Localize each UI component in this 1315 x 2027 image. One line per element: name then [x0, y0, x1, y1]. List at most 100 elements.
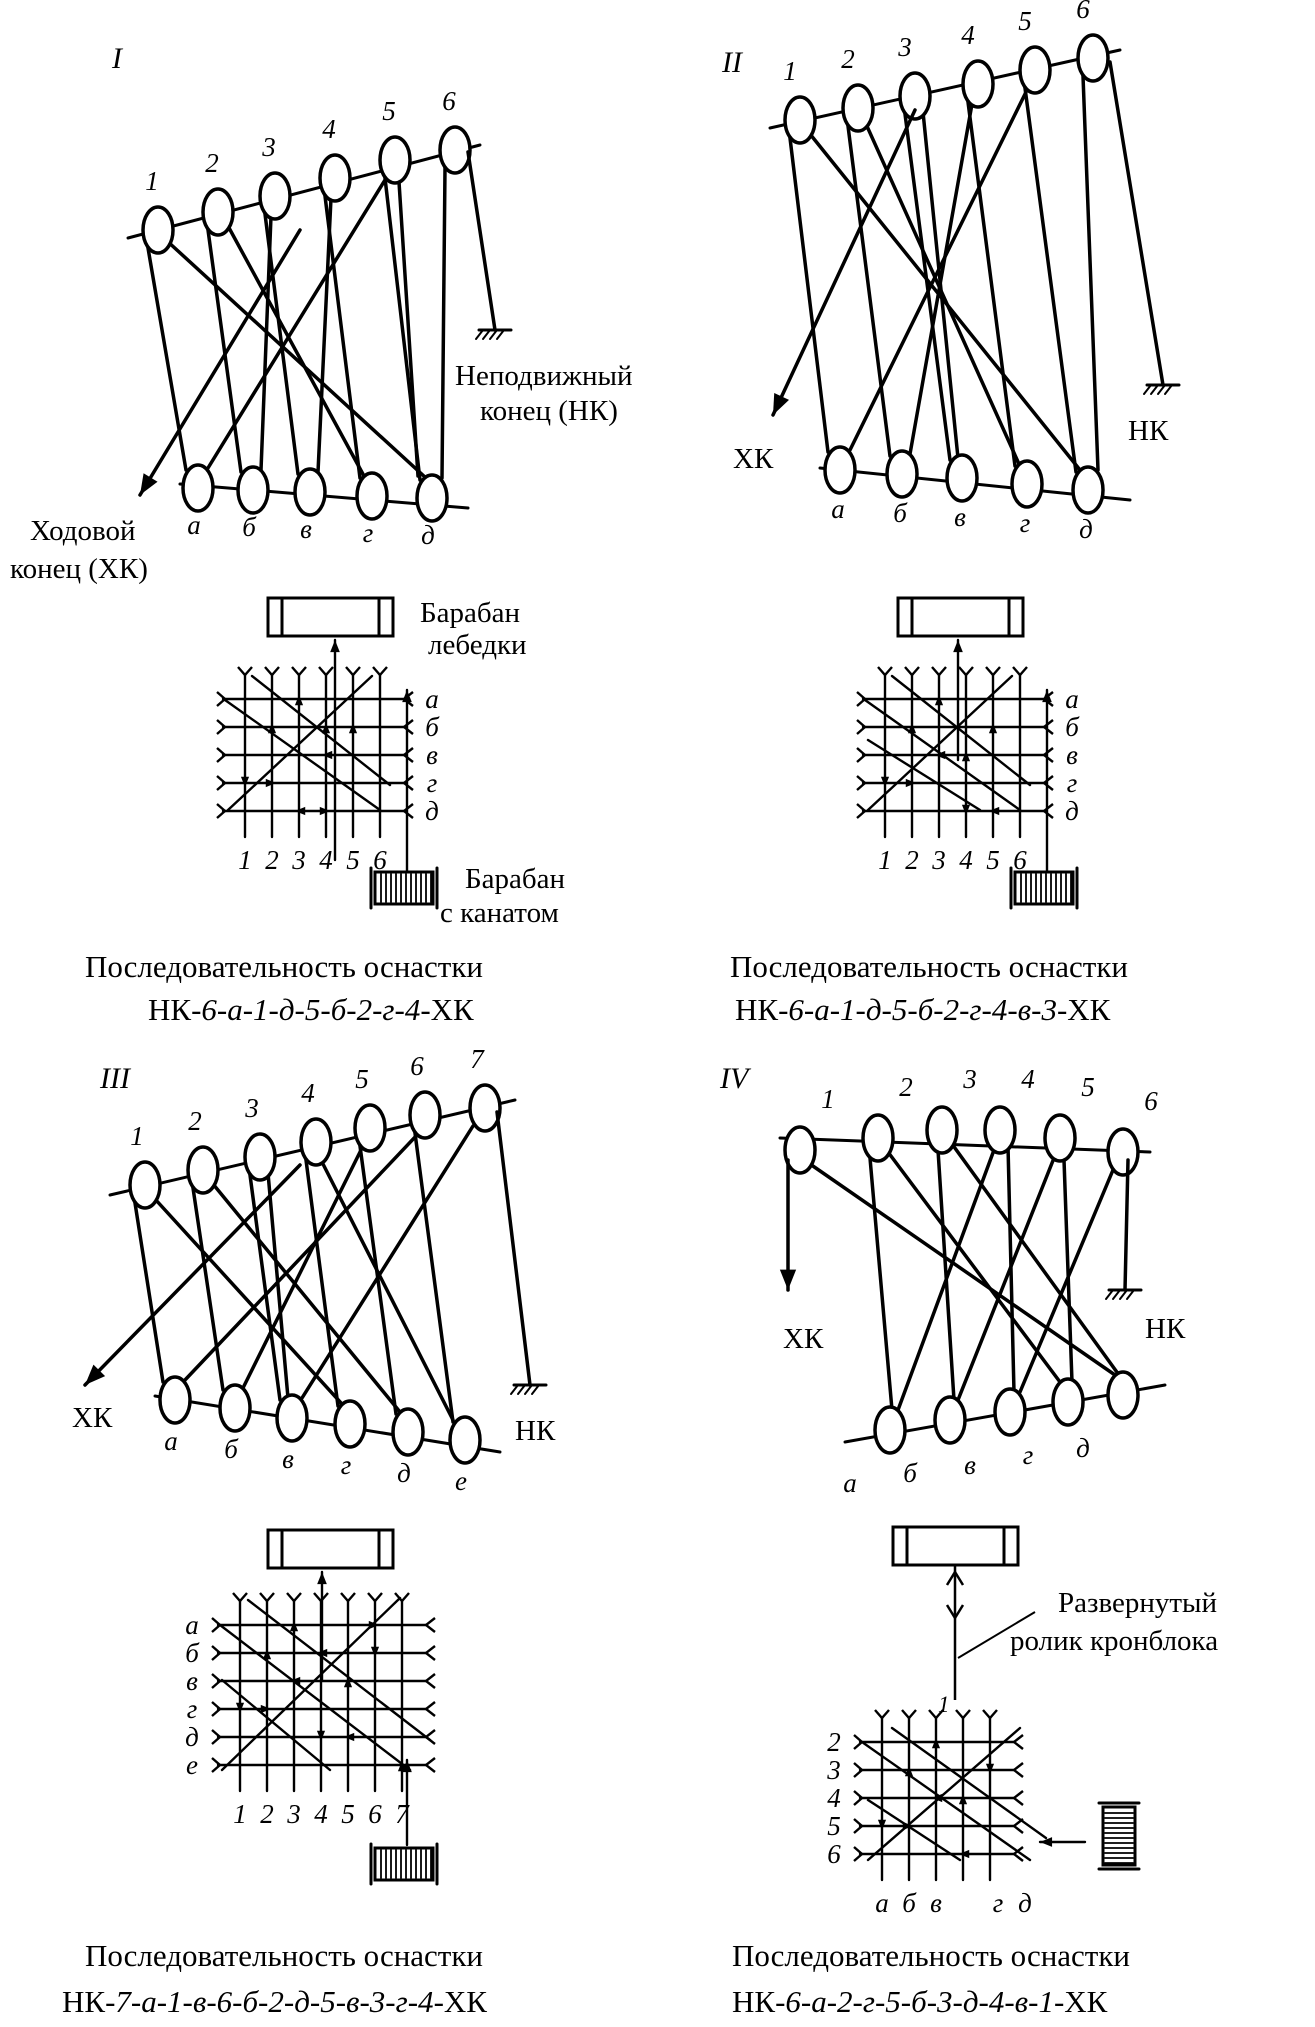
travelling-sheave — [448, 1415, 482, 1465]
grid-arrow-left — [322, 750, 333, 760]
grid-arrow-down — [877, 1819, 887, 1830]
crown-sheave-label: 5 — [382, 96, 396, 126]
grid-arrow-up — [321, 723, 331, 734]
grid-horizontal-sheave-mark — [1042, 747, 1054, 763]
rope-line — [206, 228, 243, 474]
grid-arrow-right — [265, 778, 276, 788]
rope-line — [133, 1201, 165, 1384]
grid-vertical-sheave-mark — [264, 666, 280, 677]
crown-sheave — [468, 1083, 502, 1133]
grid-vertical-sheave-mark — [367, 1592, 383, 1603]
grid-arrow-up — [907, 723, 917, 734]
fixed-end-rope — [1123, 1158, 1130, 1292]
grid-row-label: в — [186, 1666, 198, 1696]
rope-line — [146, 246, 188, 472]
grid-horizontal-sheave-mark — [856, 719, 867, 735]
panel-ii-sequence-title: Последовательность оснастки — [730, 949, 1128, 984]
grid-column-label: 3 — [286, 1799, 301, 1829]
travelling-sheave-label: в — [964, 1450, 976, 1480]
grid-arrow-up — [988, 723, 998, 734]
travelling-sheave-label: б — [224, 1434, 239, 1464]
grid-diagonal-line — [866, 738, 982, 812]
grid-supply-arrow — [1040, 1837, 1053, 1847]
grid-column-label: 6 — [1013, 845, 1027, 875]
grid-diagonal-line — [866, 1726, 1022, 1862]
panel-i-fixed-end-label-2: конец (НК) — [480, 395, 618, 427]
travelling-sheave-label: а — [187, 510, 201, 540]
travelling-sheave-label: а — [164, 1426, 178, 1456]
grid-diagonal-line — [866, 1798, 962, 1862]
grid-column-label: 1 — [238, 845, 252, 875]
travelling-sheave-label: б — [903, 1458, 918, 1488]
grid-arrow-down — [240, 776, 250, 787]
grid-vertical-sheave-mark — [372, 666, 388, 677]
panel-i-sequence-title: Последовательность оснастки — [85, 949, 483, 984]
travelling-sheave-label: а — [843, 1468, 857, 1498]
running-end-arrow — [779, 1269, 797, 1290]
crown-sheave-label: 1 — [783, 56, 797, 86]
crown-sheave-label: 4 — [301, 1078, 315, 1108]
crown-block-axis — [126, 143, 482, 240]
rope-drum-body — [373, 870, 435, 906]
grid-diagonal-line — [220, 1678, 332, 1772]
grid-column-label: 3 — [291, 845, 306, 875]
rope-line — [153, 1197, 344, 1406]
grid-arrow-left — [344, 1732, 355, 1742]
grid-vertical-sheave-mark — [904, 666, 920, 677]
travelling-sheave-label: г — [1020, 508, 1031, 538]
travelling-sheave — [945, 453, 979, 503]
grid-horizontal-sheave-mark — [211, 1701, 222, 1717]
grid-row-label: г — [187, 1694, 198, 1724]
grid-horizontal-sheave-mark — [1012, 1734, 1024, 1750]
travelling-sheave — [355, 471, 389, 521]
crown-sheave — [258, 171, 292, 221]
travelling-sheave — [275, 1393, 309, 1443]
grid-column-label: 2 — [265, 845, 279, 875]
grid-horizontal-sheave-mark — [216, 719, 227, 735]
grid-row-label: а — [1065, 684, 1079, 714]
crown-sheave — [861, 1113, 895, 1163]
grid-vertical-sheave-mark — [955, 1709, 971, 1720]
panel-iv-sequence: НК-6-а-2-г-5-б-3-д-4-в-1-ХК — [732, 1984, 1108, 2019]
grid-horizontal-sheave-mark — [402, 803, 414, 819]
rope-line — [300, 1124, 475, 1400]
grid-vertical-sheave-mark — [237, 666, 253, 677]
crown-sheave-label: 4 — [961, 20, 975, 50]
crown-sheave-label: 3 — [897, 32, 912, 62]
grid-column-label: д — [1018, 1888, 1032, 1918]
running-end-rope — [771, 108, 917, 417]
travelling-sheave — [236, 465, 270, 515]
panel-i-winch-drum-label-1: Барабан — [420, 597, 520, 629]
panel-iv-grid-top-label: 1 — [938, 1692, 950, 1717]
grid-horizontal-sheave-mark — [856, 747, 867, 763]
grid-column-label: г — [993, 1888, 1004, 1918]
grid-row-label: г — [1067, 768, 1078, 798]
grid-horizontal-sheave-mark — [211, 1645, 222, 1661]
crown-sheave — [408, 1090, 442, 1140]
grid-column-label: 1 — [233, 1799, 247, 1829]
grid-horizontal-sheave-mark — [402, 747, 414, 763]
rope-drum-body — [1013, 870, 1075, 906]
grid-supply-arrow — [1042, 690, 1052, 703]
rope-line — [896, 1148, 996, 1412]
grid-diagonal-line — [226, 674, 374, 812]
grid-column-label: 6 — [368, 1799, 382, 1829]
rope-line — [1081, 74, 1100, 472]
fixed-end-rope — [495, 1110, 532, 1387]
grid-arrow-right — [368, 1620, 379, 1630]
grid-horizontal-sheave-mark — [424, 1701, 436, 1717]
grid-column-label: б — [902, 1888, 917, 1918]
travelling-sheave — [1010, 459, 1044, 509]
rope-line — [886, 1150, 1062, 1384]
crown-sheave — [898, 71, 932, 121]
rope-line — [191, 1186, 225, 1392]
crown-sheave — [128, 1160, 162, 1210]
grid-column-label: 2 — [260, 1799, 274, 1829]
rope-line — [413, 1131, 455, 1424]
grid-row-label: 4 — [827, 1783, 841, 1813]
grid-column-label: 4 — [314, 1799, 328, 1829]
